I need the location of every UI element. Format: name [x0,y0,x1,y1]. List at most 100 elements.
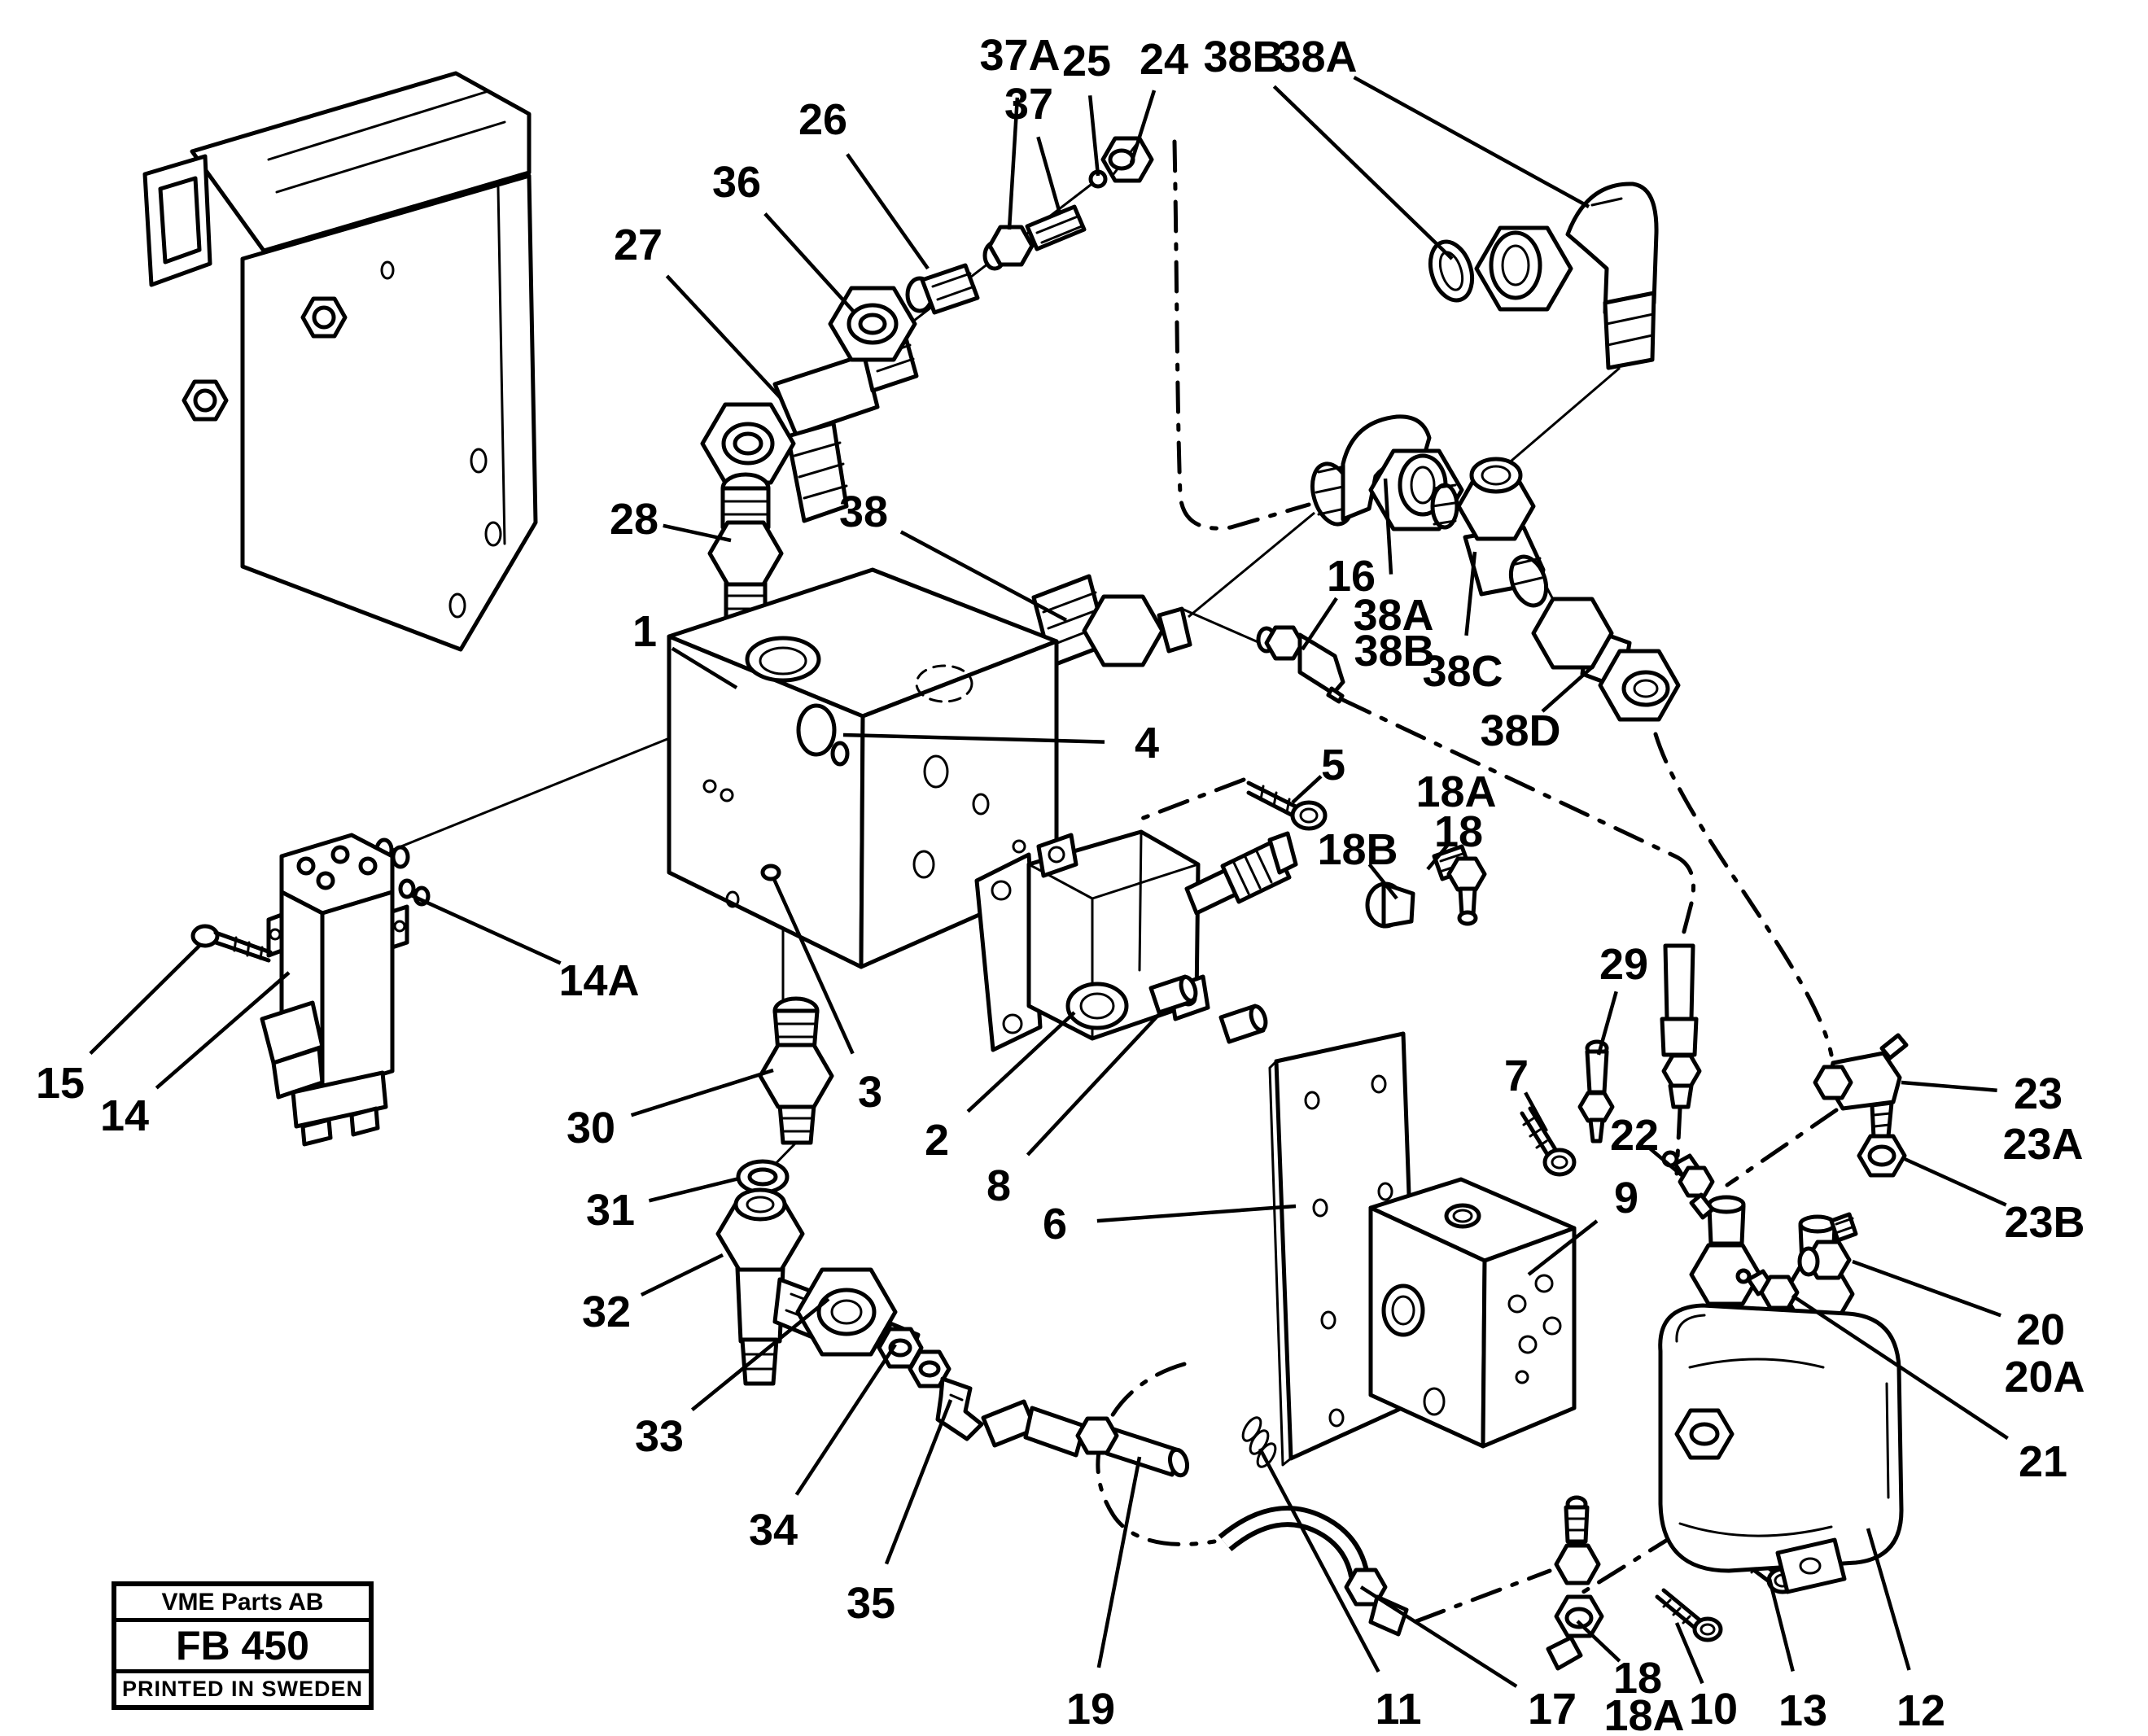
leader-line-20 [1852,1259,2001,1318]
callout-14: 14 [100,1091,149,1140]
leader-line-6 [1096,1204,1297,1223]
leader-line-26 [846,153,930,270]
part-bolt-10 [1655,1588,1723,1642]
callout-13: 13 [1778,1686,1827,1735]
part-check-valve-30 [758,996,834,1145]
leader-line-2 [966,1011,1076,1113]
leader-line-23B [1904,1157,2007,1207]
callout-3: 3 [858,1068,882,1117]
part-pins-8 [1148,974,1268,1044]
callout-34: 34 [749,1506,798,1555]
part-manifold-block-9 [1368,1177,1577,1449]
part-hose-17 [1218,1506,1409,1637]
leader-line-4 [842,732,1105,744]
callout-38A: 38A [1353,591,1433,640]
part-spring-11 [1241,1416,1277,1468]
callout-35: 35 [847,1579,895,1628]
part-bolt-7 [1520,1106,1577,1177]
part-screw-15 [190,924,273,963]
callout-16: 16 [1327,552,1376,601]
callout-29: 29 [1599,940,1648,989]
part-overload-valve-12 [1658,1195,1904,1594]
callout-6: 6 [1043,1200,1067,1248]
part-mounting-bracket [142,71,538,652]
leader-line-35 [884,1399,953,1565]
part-bolt-5 [1246,781,1328,831]
part-union-38d [1531,597,1681,722]
callout-31: 31 [586,1186,635,1235]
callout-22: 22 [1610,1111,1659,1160]
callout-23B: 23B [2004,1198,2085,1247]
callout-38B: 38B [1203,33,1284,81]
leader-line-18 [1426,842,1451,871]
callout-37: 37 [1004,80,1053,129]
part-washer-31 [736,1159,790,1195]
callout-18: 18 [1613,1654,1662,1703]
callout-18: 18 [1434,807,1483,856]
stamp-company: VME Parts AB [116,1586,369,1622]
leader-line-21 [1791,1294,2009,1441]
callout-1: 1 [632,607,657,656]
leader-line-14 [155,971,291,1090]
part-cap-nut-24 [1100,136,1154,183]
leader-line-16 [1301,597,1338,651]
part-nuts-34 [877,1327,952,1388]
part-solenoid-valve-14 [260,833,409,1147]
stamp-code: FB 450 [116,1622,369,1673]
callout-25: 25 [1062,37,1111,85]
part-adapter-28 [707,472,784,623]
leader-line-10 [1674,1622,1704,1685]
callout-38: 38 [839,488,888,536]
leader-line-7 [1524,1091,1548,1133]
leader-line-5 [1291,775,1323,804]
leader-line-18 [1576,1620,1621,1663]
callout-11: 11 [1375,1685,1421,1734]
callout-32: 32 [582,1288,631,1336]
callout-18A: 18A [1415,767,1496,816]
leader-line-25 [1087,95,1100,177]
leader-line-32 [640,1253,724,1297]
callout-38D: 38D [1480,706,1560,755]
leader-line-8 [1026,1009,1164,1157]
part-hose-end-probe [1660,943,1702,1109]
leader-line-38A [1353,76,1590,208]
leader-line-15 [89,942,203,1056]
part-union-18-bottom [1546,1495,1604,1671]
callout-12: 12 [1896,1686,1945,1735]
part-restrictor-26 [905,263,980,315]
callout-17: 17 [1528,1685,1577,1734]
callout-23A: 23A [2002,1120,2083,1169]
leader-line-22 [1647,1145,1683,1177]
leader-line-13 [1767,1578,1795,1672]
leader-line-11 [1258,1447,1380,1673]
callout-30: 30 [567,1104,615,1152]
callout-20A: 20A [2004,1353,2085,1401]
part-elbow-18-top [1432,844,1487,926]
part-hose-19 [981,1399,1190,1478]
callout-26: 26 [798,95,847,144]
callout-9: 9 [1614,1174,1638,1222]
callout-leader-lines [89,76,2009,1688]
leader-line-1 [671,646,738,689]
callout-10: 10 [1689,1685,1738,1734]
leader-line-12 [1866,1528,1911,1671]
part-tee-fitting-27 [700,333,919,523]
leader-line-19 [1096,1456,1142,1668]
leader-line-38D [1541,664,1595,713]
callout-2: 2 [925,1116,949,1165]
part-swivel-nut-36 [828,286,917,362]
part-plug-18b [1365,881,1415,929]
leader-line-29 [1596,990,1618,1056]
callout-21: 21 [2019,1437,2067,1486]
callout-18A: 18A [1603,1691,1684,1736]
part-connection-block-1 [667,567,1059,969]
stamp-footer: PRINTED IN SWEDEN [121,1677,364,1701]
part-tee-38c [1430,457,1549,608]
leader-line-37 [1036,136,1062,214]
callout-14A: 14A [558,956,639,1005]
leader-line-23 [1901,1080,1997,1093]
callout-36: 36 [712,158,761,207]
